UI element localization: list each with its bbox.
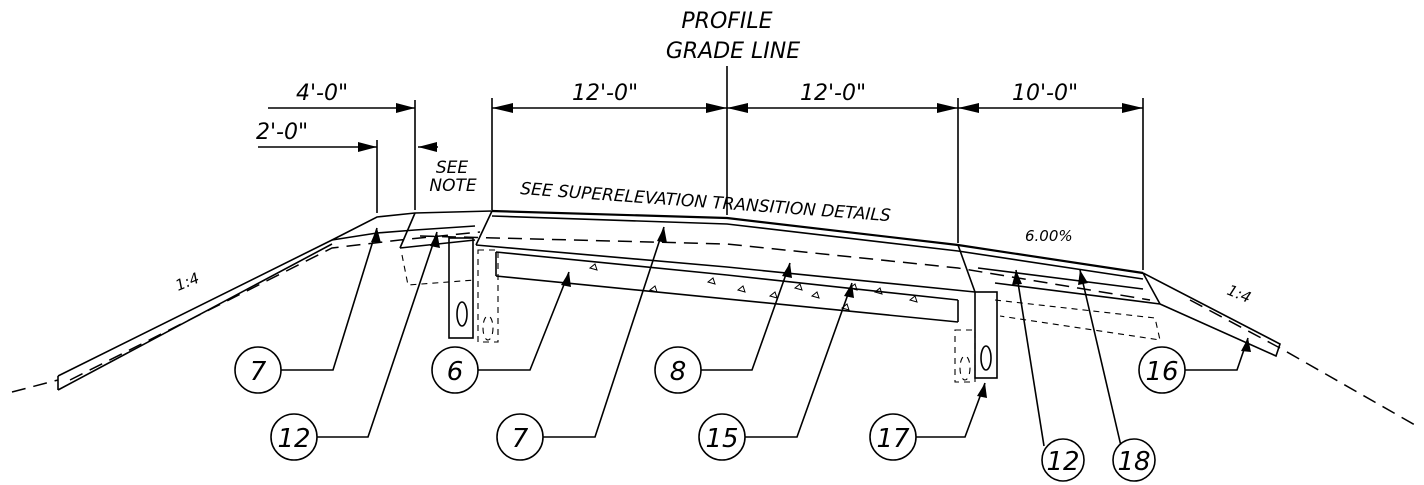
callout-8: 8 bbox=[654, 346, 702, 394]
callout-15: 15 bbox=[698, 413, 746, 461]
svg-text:8: 8 bbox=[670, 357, 687, 387]
pavement-dashed-line bbox=[419, 235, 1151, 301]
left-shoulder-edge bbox=[399, 212, 416, 249]
right-shoulder-top bbox=[977, 267, 1144, 290]
leader-lines bbox=[281, 226, 1251, 447]
svg-text:12'-0": 12'-0" bbox=[800, 81, 866, 106]
callout-7-upper: 7 bbox=[234, 346, 282, 394]
profile-grade-line-label-2: GRADE LINE bbox=[666, 39, 800, 64]
svg-text:7: 7 bbox=[250, 357, 267, 387]
svg-text:7: 7 bbox=[512, 424, 529, 454]
pavement-layer-3 bbox=[495, 251, 959, 301]
callout-12-right: 12 bbox=[1041, 438, 1085, 482]
svg-text:15: 15 bbox=[705, 424, 738, 454]
left-subgrade-dash bbox=[69, 231, 481, 381]
svg-text:4'-0": 4'-0" bbox=[296, 81, 348, 106]
left-fill-slope bbox=[57, 210, 493, 377]
callout-12-left: 12 bbox=[270, 413, 318, 461]
svg-text:12: 12 bbox=[1046, 447, 1079, 477]
profile-grade-line-label-1: PROFILE bbox=[681, 9, 772, 34]
svg-text:16: 16 bbox=[1145, 357, 1178, 387]
pavement-left-edge bbox=[475, 210, 493, 246]
svg-text:18: 18 bbox=[1117, 447, 1150, 477]
svg-text:12'-0": 12'-0" bbox=[572, 81, 638, 106]
callout-18: 18 bbox=[1112, 438, 1156, 482]
svg-text:12: 12 bbox=[277, 424, 310, 454]
callout-16: 16 bbox=[1138, 346, 1186, 394]
right-underdrain bbox=[954, 291, 998, 383]
right-existing-ground bbox=[1189, 299, 1416, 426]
pavement-right-edge bbox=[957, 244, 976, 293]
pavement-layer-2 bbox=[475, 244, 976, 293]
left-hidden-subgrade bbox=[401, 254, 476, 286]
slope-label-right: 1:4 bbox=[1225, 281, 1254, 307]
see-note-label-2: NOTE bbox=[429, 176, 476, 196]
left-existing-ground bbox=[11, 379, 59, 393]
left-underdrain bbox=[448, 237, 499, 343]
svg-text:10'-0": 10'-0" bbox=[1012, 81, 1078, 106]
right-fill-slope bbox=[1142, 272, 1281, 358]
see-note-arrow bbox=[418, 142, 438, 152]
pavement-layer-1 bbox=[491, 215, 1144, 280]
dimension-2ft: 2'-0" bbox=[256, 120, 377, 152]
base-course-top bbox=[495, 275, 959, 323]
slope-percent-label: 6.00% bbox=[1025, 227, 1073, 245]
right-shoulder-bottom bbox=[994, 282, 1161, 305]
right-subgrade-dash bbox=[994, 299, 1161, 341]
svg-text:17: 17 bbox=[876, 424, 910, 454]
slope-label-left: 1:4 bbox=[173, 269, 202, 295]
dimension-12ft-right: 12'-0" bbox=[727, 81, 958, 113]
dimension-10ft: 10'-0" bbox=[958, 81, 1143, 113]
svg-text:2'-0": 2'-0" bbox=[256, 120, 308, 145]
callout-7-lower: 7 bbox=[496, 413, 544, 461]
svg-text:6: 6 bbox=[447, 357, 464, 387]
dimension-12ft-left: 12'-0" bbox=[492, 81, 727, 113]
dimension-4ft: 4'-0" bbox=[268, 81, 415, 113]
callout-17: 17 bbox=[869, 413, 917, 461]
pavement-surface bbox=[491, 209, 1144, 275]
left-shoulder bbox=[331, 225, 476, 241]
see-note-label-1: SEE bbox=[436, 158, 469, 178]
right-shoulder-edge bbox=[1142, 272, 1161, 305]
callout-6: 6 bbox=[431, 346, 479, 394]
